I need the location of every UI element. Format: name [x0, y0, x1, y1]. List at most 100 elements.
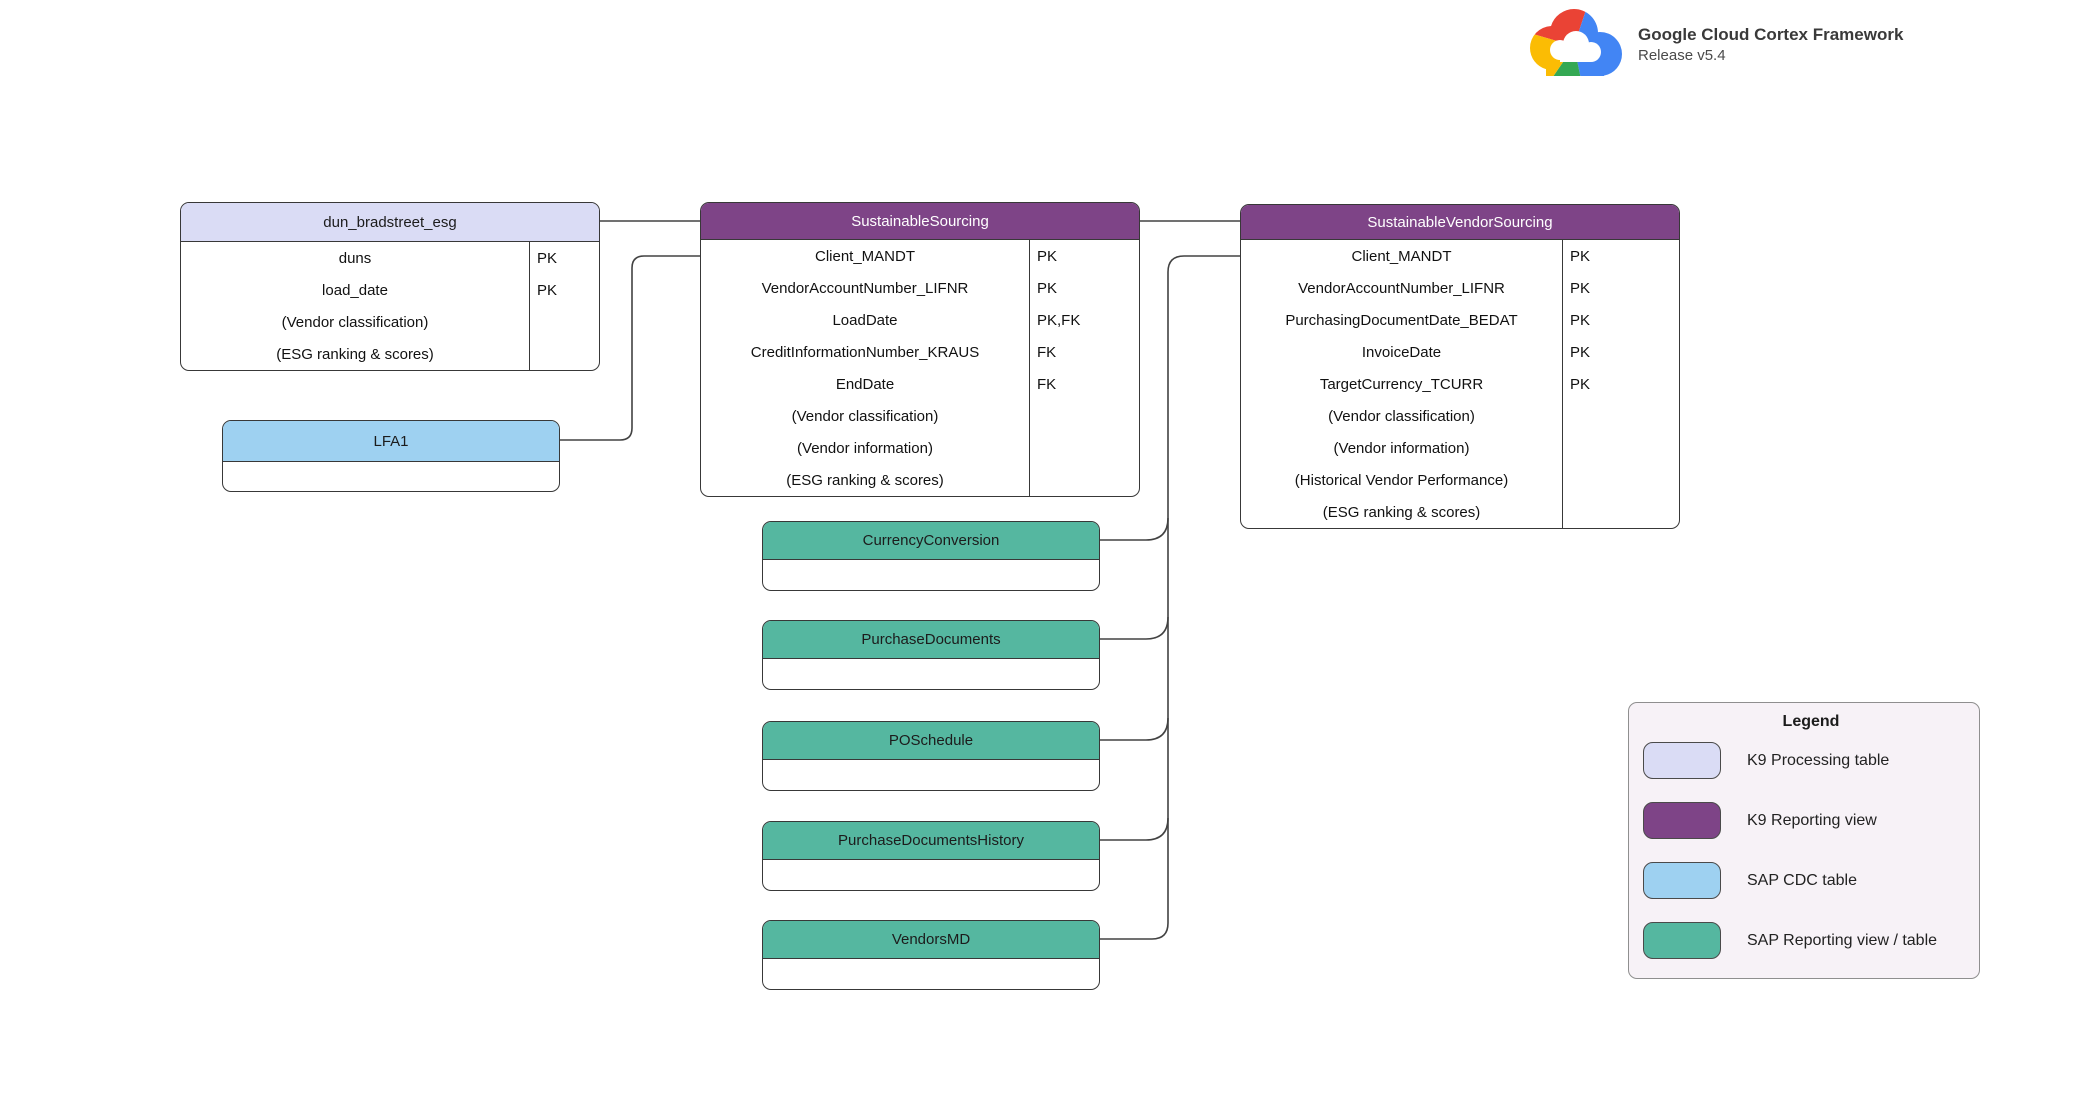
table-row: load_date PK: [181, 274, 599, 306]
key-flag: [529, 338, 599, 370]
legend-title: Legend: [1782, 713, 1840, 730]
column-name: Client_MANDT: [814, 247, 916, 265]
table-title: SustainableSourcing: [701, 203, 1139, 240]
key-flag: PK: [1562, 336, 1679, 368]
table-row: EndDate FK: [701, 368, 1139, 400]
legend-panel: Legend K9 Processing table K9 Reporting …: [1628, 702, 1980, 979]
table-row: LoadDate PK,FK: [701, 304, 1139, 336]
table-title: CurrencyConversion: [763, 522, 1099, 560]
table-row: (Vendor information): [1241, 432, 1679, 464]
table-sustainable-sourcing: SustainableSourcing Client_MANDT PK Vend…: [700, 202, 1140, 497]
column-name: LoadDate: [832, 311, 898, 329]
key-flag: PK: [1562, 368, 1679, 400]
column-name: (ESG ranking & scores): [786, 471, 944, 489]
k9-processing-table-swatch: [1643, 742, 1721, 779]
table-title: PurchaseDocuments: [763, 621, 1099, 659]
column-name: (Vendor information): [1333, 439, 1470, 457]
connector-lfa1-to-sustainablesourcing: [560, 255, 700, 441]
table-row: (Vendor classification): [1241, 400, 1679, 432]
connector-purchasedocuments-to-spine: [1100, 616, 1169, 640]
table-title: POSchedule: [763, 722, 1099, 760]
column-name: VendorAccountNumber_LIFNR: [1298, 279, 1505, 297]
key-flag: [1562, 400, 1679, 432]
column-name: load_date: [322, 281, 388, 299]
key-flag: PK: [1029, 272, 1139, 304]
k9-reporting-view-swatch: [1643, 802, 1721, 839]
key-flag: [1029, 432, 1139, 464]
table-rows: Client_MANDT PK VendorAccountNumber_LIFN…: [701, 240, 1139, 496]
table-row: VendorAccountNumber_LIFNR PK: [701, 272, 1139, 304]
brand-title: Google Cloud Cortex Framework: [1638, 25, 1904, 45]
table-row: Client_MANDT PK: [701, 240, 1139, 272]
key-flag: [1562, 464, 1679, 496]
key-flag: FK: [1029, 368, 1139, 400]
key-flag: PK: [1562, 240, 1679, 272]
table-purchase-documents: PurchaseDocuments: [762, 620, 1100, 690]
brand-release: Release v5.4: [1638, 47, 1726, 65]
table-vendors-md: VendorsMD: [762, 920, 1100, 990]
key-flag: [1562, 432, 1679, 464]
table-body-empty-row: [763, 959, 1099, 989]
table-row: (Historical Vendor Performance): [1241, 464, 1679, 496]
sap-reporting-view-table-swatch: [1643, 922, 1721, 959]
column-name: (Vendor classification): [281, 313, 429, 331]
table-row: (Vendor classification): [701, 400, 1139, 432]
table-row: PurchasingDocumentDate_BEDAT PK: [1241, 304, 1679, 336]
key-flag: PK: [1562, 304, 1679, 336]
legend-item-sap-cdc-table: SAP CDC table: [1643, 862, 1979, 899]
google-cloud-logo: [1530, 9, 1622, 76]
legend-item-label: K9 Reporting view: [1747, 811, 1877, 829]
table-body-empty-row: [763, 860, 1099, 890]
table-row: (ESG ranking & scores): [181, 338, 599, 370]
table-po-schedule: POSchedule: [762, 721, 1100, 791]
column-name: (ESG ranking & scores): [1322, 503, 1481, 521]
connector-spine-vendorsmd-to-vendorsourcing: [1100, 255, 1240, 940]
table-sustainable-vendor-sourcing: SustainableVendorSourcing Client_MANDT P…: [1240, 204, 1680, 529]
legend-item-label: K9 Processing table: [1747, 751, 1890, 769]
table-row: CreditInformationNumber_KRAUS FK: [701, 336, 1139, 368]
sap-cdc-table-swatch: [1643, 862, 1721, 899]
key-flag: PK: [1562, 272, 1679, 304]
table-row: InvoiceDate PK: [1241, 336, 1679, 368]
connector-currencyconversion-to-spine: [1100, 517, 1169, 541]
key-flag: [1562, 496, 1679, 528]
connector-purchasedocumentshistory-to-spine: [1100, 817, 1169, 841]
table-title: VendorsMD: [763, 921, 1099, 959]
table-body-empty-row: [763, 760, 1099, 790]
table-row: (Vendor information): [701, 432, 1139, 464]
key-flag: PK: [529, 274, 599, 306]
table-purchase-documents-history: PurchaseDocumentsHistory: [762, 821, 1100, 891]
key-flag: PK,FK: [1029, 304, 1139, 336]
column-name: PurchasingDocumentDate_BEDAT: [1285, 311, 1518, 329]
table-title: LFA1: [223, 421, 559, 462]
legend-item-sap-reporting-view-table: SAP Reporting view / table: [1643, 922, 1979, 959]
brand-header: Google Cloud Cortex Framework Release v5…: [1524, 6, 1903, 84]
key-flag: PK: [1029, 240, 1139, 272]
column-name: CreditInformationNumber_KRAUS: [750, 343, 980, 361]
column-name: EndDate: [835, 375, 895, 393]
key-flag: [1029, 464, 1139, 496]
connector-poschedule-to-spine: [1100, 717, 1169, 741]
column-name: Client_MANDT: [1351, 247, 1452, 265]
column-name: (Vendor classification): [1328, 407, 1475, 425]
table-currency-conversion: CurrencyConversion: [762, 521, 1100, 591]
column-name: InvoiceDate: [1361, 343, 1442, 361]
table-rows: Client_MANDT PK VendorAccountNumber_LIFN…: [1241, 240, 1679, 528]
column-name: (Vendor classification): [791, 407, 939, 425]
table-row: (ESG ranking & scores): [701, 464, 1139, 496]
key-flag: FK: [1029, 336, 1139, 368]
key-flag: PK: [529, 242, 599, 274]
table-row: (ESG ranking & scores): [1241, 496, 1679, 528]
column-name: TargetCurrency_TCURR: [1319, 375, 1484, 393]
table-row: TargetCurrency_TCURR PK: [1241, 368, 1679, 400]
column-name: (Vendor information): [797, 439, 933, 457]
table-lfa1: LFA1: [222, 420, 560, 492]
column-name: duns: [338, 249, 372, 267]
legend-item-k9-processing-table: K9 Processing table: [1643, 742, 1979, 779]
legend-item-label: SAP CDC table: [1747, 871, 1857, 889]
table-title: SustainableVendorSourcing: [1241, 205, 1679, 240]
table-row: duns PK: [181, 242, 599, 274]
table-body-empty-row: [763, 560, 1099, 590]
